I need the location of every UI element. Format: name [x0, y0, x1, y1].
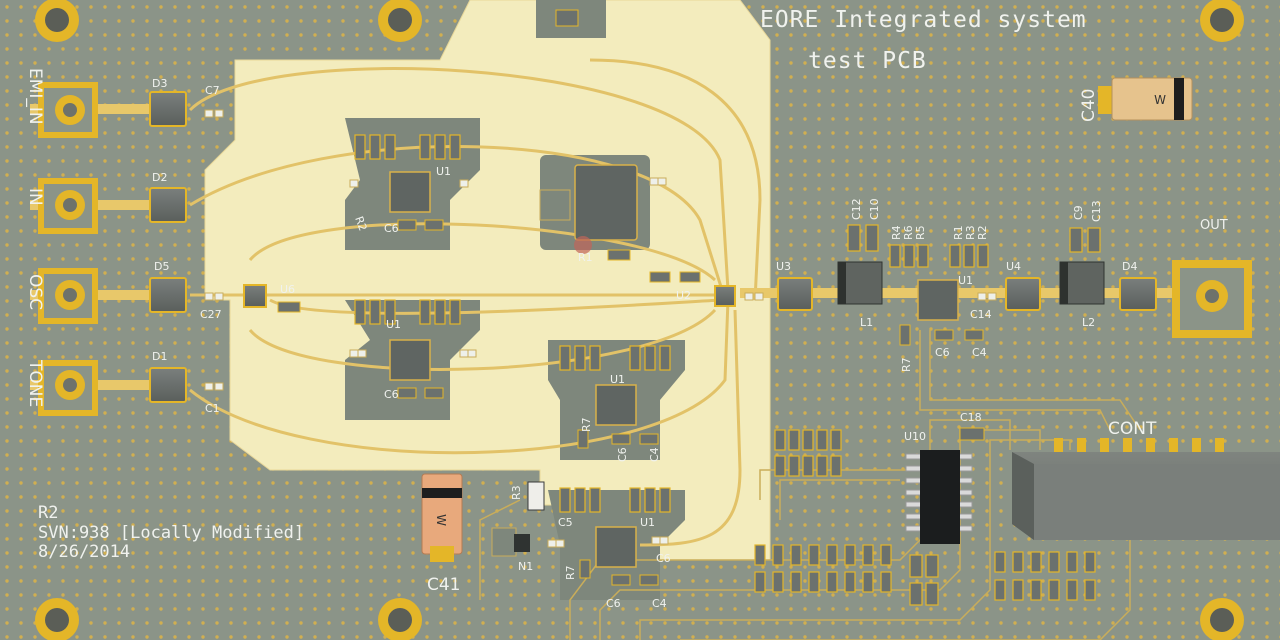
label-r2-right: R2: [976, 225, 989, 240]
label-r3-right: R3: [964, 225, 977, 240]
label-r4: R4: [890, 225, 903, 240]
sma-connector-icon: [38, 82, 98, 138]
passives-0402: [204, 109, 997, 548]
sma-ports: [38, 82, 1252, 416]
label-c4-bot: C4: [652, 597, 667, 610]
label-c14: C14: [970, 308, 992, 321]
sma-connector-icon: [38, 268, 98, 324]
small-chips: [277, 9, 985, 586]
port-label-tone: TONE: [25, 359, 45, 407]
label-u10: U10: [904, 430, 926, 443]
label-r3: R3: [510, 485, 523, 500]
label-c27: C27: [200, 308, 222, 321]
label-r1-right: R1: [952, 225, 965, 240]
label-u4: U4: [1006, 260, 1021, 273]
label-c18: C18: [960, 411, 982, 424]
label-c6-right: C6: [935, 346, 950, 359]
mount-hole-icon: [1200, 598, 1244, 640]
port-label-in: IN: [25, 188, 45, 206]
rf-chips: [149, 91, 1157, 403]
sma-connector-icon: [38, 360, 98, 416]
rf-traces: [188, 58, 762, 547]
label-r7-bot: R7: [564, 565, 577, 580]
label-u1-bot: U1: [640, 516, 655, 529]
mount-hole-icon: [378, 0, 422, 42]
label-d2: D2: [152, 171, 167, 184]
inductors: [837, 261, 1105, 305]
label-c9: C9: [1072, 205, 1085, 220]
label-c10: C10: [868, 198, 881, 220]
misc-pads: [491, 189, 592, 557]
board-info-date: 8/26/2014: [38, 542, 130, 562]
label-c1: C1: [205, 402, 220, 415]
port-label-osc: OSC: [25, 274, 45, 310]
label-r5: R5: [914, 225, 927, 240]
label-c6-top: C6: [384, 222, 399, 235]
board-info-rev: R2: [38, 503, 58, 523]
port-label-out: OUT: [1200, 218, 1228, 233]
port-label-cont: CONT: [1108, 419, 1157, 439]
mount-holes: [35, 0, 1244, 640]
label-n1: N1: [518, 560, 533, 573]
label-c5: C5: [558, 516, 573, 529]
board-title-line2: test PCB: [808, 48, 927, 74]
label-c6-mid: C6: [384, 388, 399, 401]
label-l1: L1: [860, 316, 873, 329]
mixer-chips: [389, 164, 959, 568]
label-d4: D4: [1122, 260, 1137, 273]
label-l2: L2: [1082, 316, 1095, 329]
label-c7: C7: [205, 84, 220, 97]
label-u2: U2: [676, 289, 691, 302]
label-r1: R1: [578, 251, 593, 264]
label-d3: D3: [152, 77, 167, 90]
label-d5: D5: [154, 260, 169, 273]
label-c12: C12: [850, 198, 863, 220]
svg-text:W: W: [1154, 93, 1166, 107]
label-u6: U6: [280, 283, 295, 296]
sma-connector-icon: [38, 178, 98, 234]
label-r7-rf: R7: [580, 417, 593, 432]
label-c6-bot: C6: [606, 597, 621, 610]
label-u1-mid: U1: [386, 318, 401, 331]
header-connector-icon: [1012, 438, 1280, 540]
svg-text:W: W: [434, 514, 448, 526]
label-r2: R2: [352, 215, 369, 233]
label-c6-bot-r: C6: [656, 552, 671, 565]
port-label-emi-in: EMI_IN: [25, 68, 45, 125]
mount-hole-icon: [378, 598, 422, 640]
label-c6-rf: C6: [616, 447, 629, 462]
label-u1-top: U1: [436, 165, 451, 178]
label-u1-right: U1: [958, 274, 973, 287]
tantalum-cap-c41: W: [421, 473, 463, 562]
control-traces: [479, 330, 1141, 640]
label-c13: C13: [1090, 200, 1103, 222]
cap-rows: [354, 134, 1101, 606]
label-r7-right: R7: [900, 357, 913, 372]
label-u1-rf: U1: [610, 373, 625, 386]
mount-hole-icon: [1200, 0, 1244, 42]
label-c4-right: C4: [972, 346, 987, 359]
label-c41: C41: [427, 575, 461, 595]
sma-connector-icon: [1172, 260, 1252, 338]
board-info-svn: SVN:938 [Locally Modified]: [38, 523, 304, 543]
soic-u10: [905, 450, 973, 544]
label-d1: D1: [152, 350, 167, 363]
label-c4-rf: C4: [648, 447, 661, 462]
tantalum-cap-c40: W: [1098, 77, 1193, 121]
mount-hole-icon: [35, 598, 79, 640]
label-r6: R6: [902, 225, 915, 240]
label-u3: U3: [776, 260, 791, 273]
board-title-line1: EORE Integrated system: [760, 7, 1087, 33]
label-c40: C40: [1079, 88, 1099, 122]
mount-hole-icon: [35, 0, 79, 42]
